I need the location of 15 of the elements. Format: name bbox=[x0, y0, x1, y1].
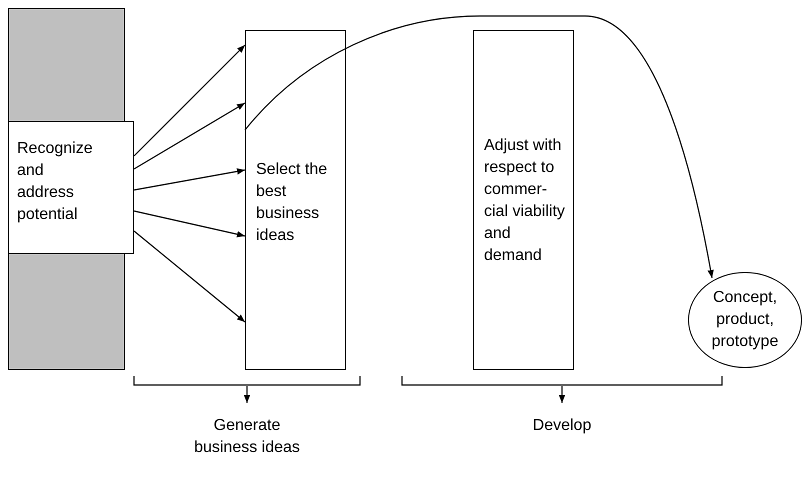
phase-label: Generate business ideas bbox=[193, 416, 301, 458]
arrow bbox=[134, 102, 246, 170]
node-text: Concept, product, prototype bbox=[710, 288, 780, 352]
node-text: Adjust with respect to commer-cial viability and demand bbox=[484, 136, 566, 266]
process-box bbox=[245, 30, 346, 370]
arrow bbox=[134, 230, 246, 322]
process-box bbox=[473, 30, 574, 370]
process-box bbox=[8, 121, 134, 254]
arrow bbox=[134, 210, 246, 238]
arrow bbox=[134, 44, 246, 156]
arrow bbox=[134, 168, 246, 191]
phase-label: Develop bbox=[532, 416, 592, 436]
node-text: Recognize and address potential bbox=[17, 139, 94, 225]
arrow bbox=[244, 15, 714, 278]
node-text: Select the best business ideas bbox=[256, 160, 328, 246]
